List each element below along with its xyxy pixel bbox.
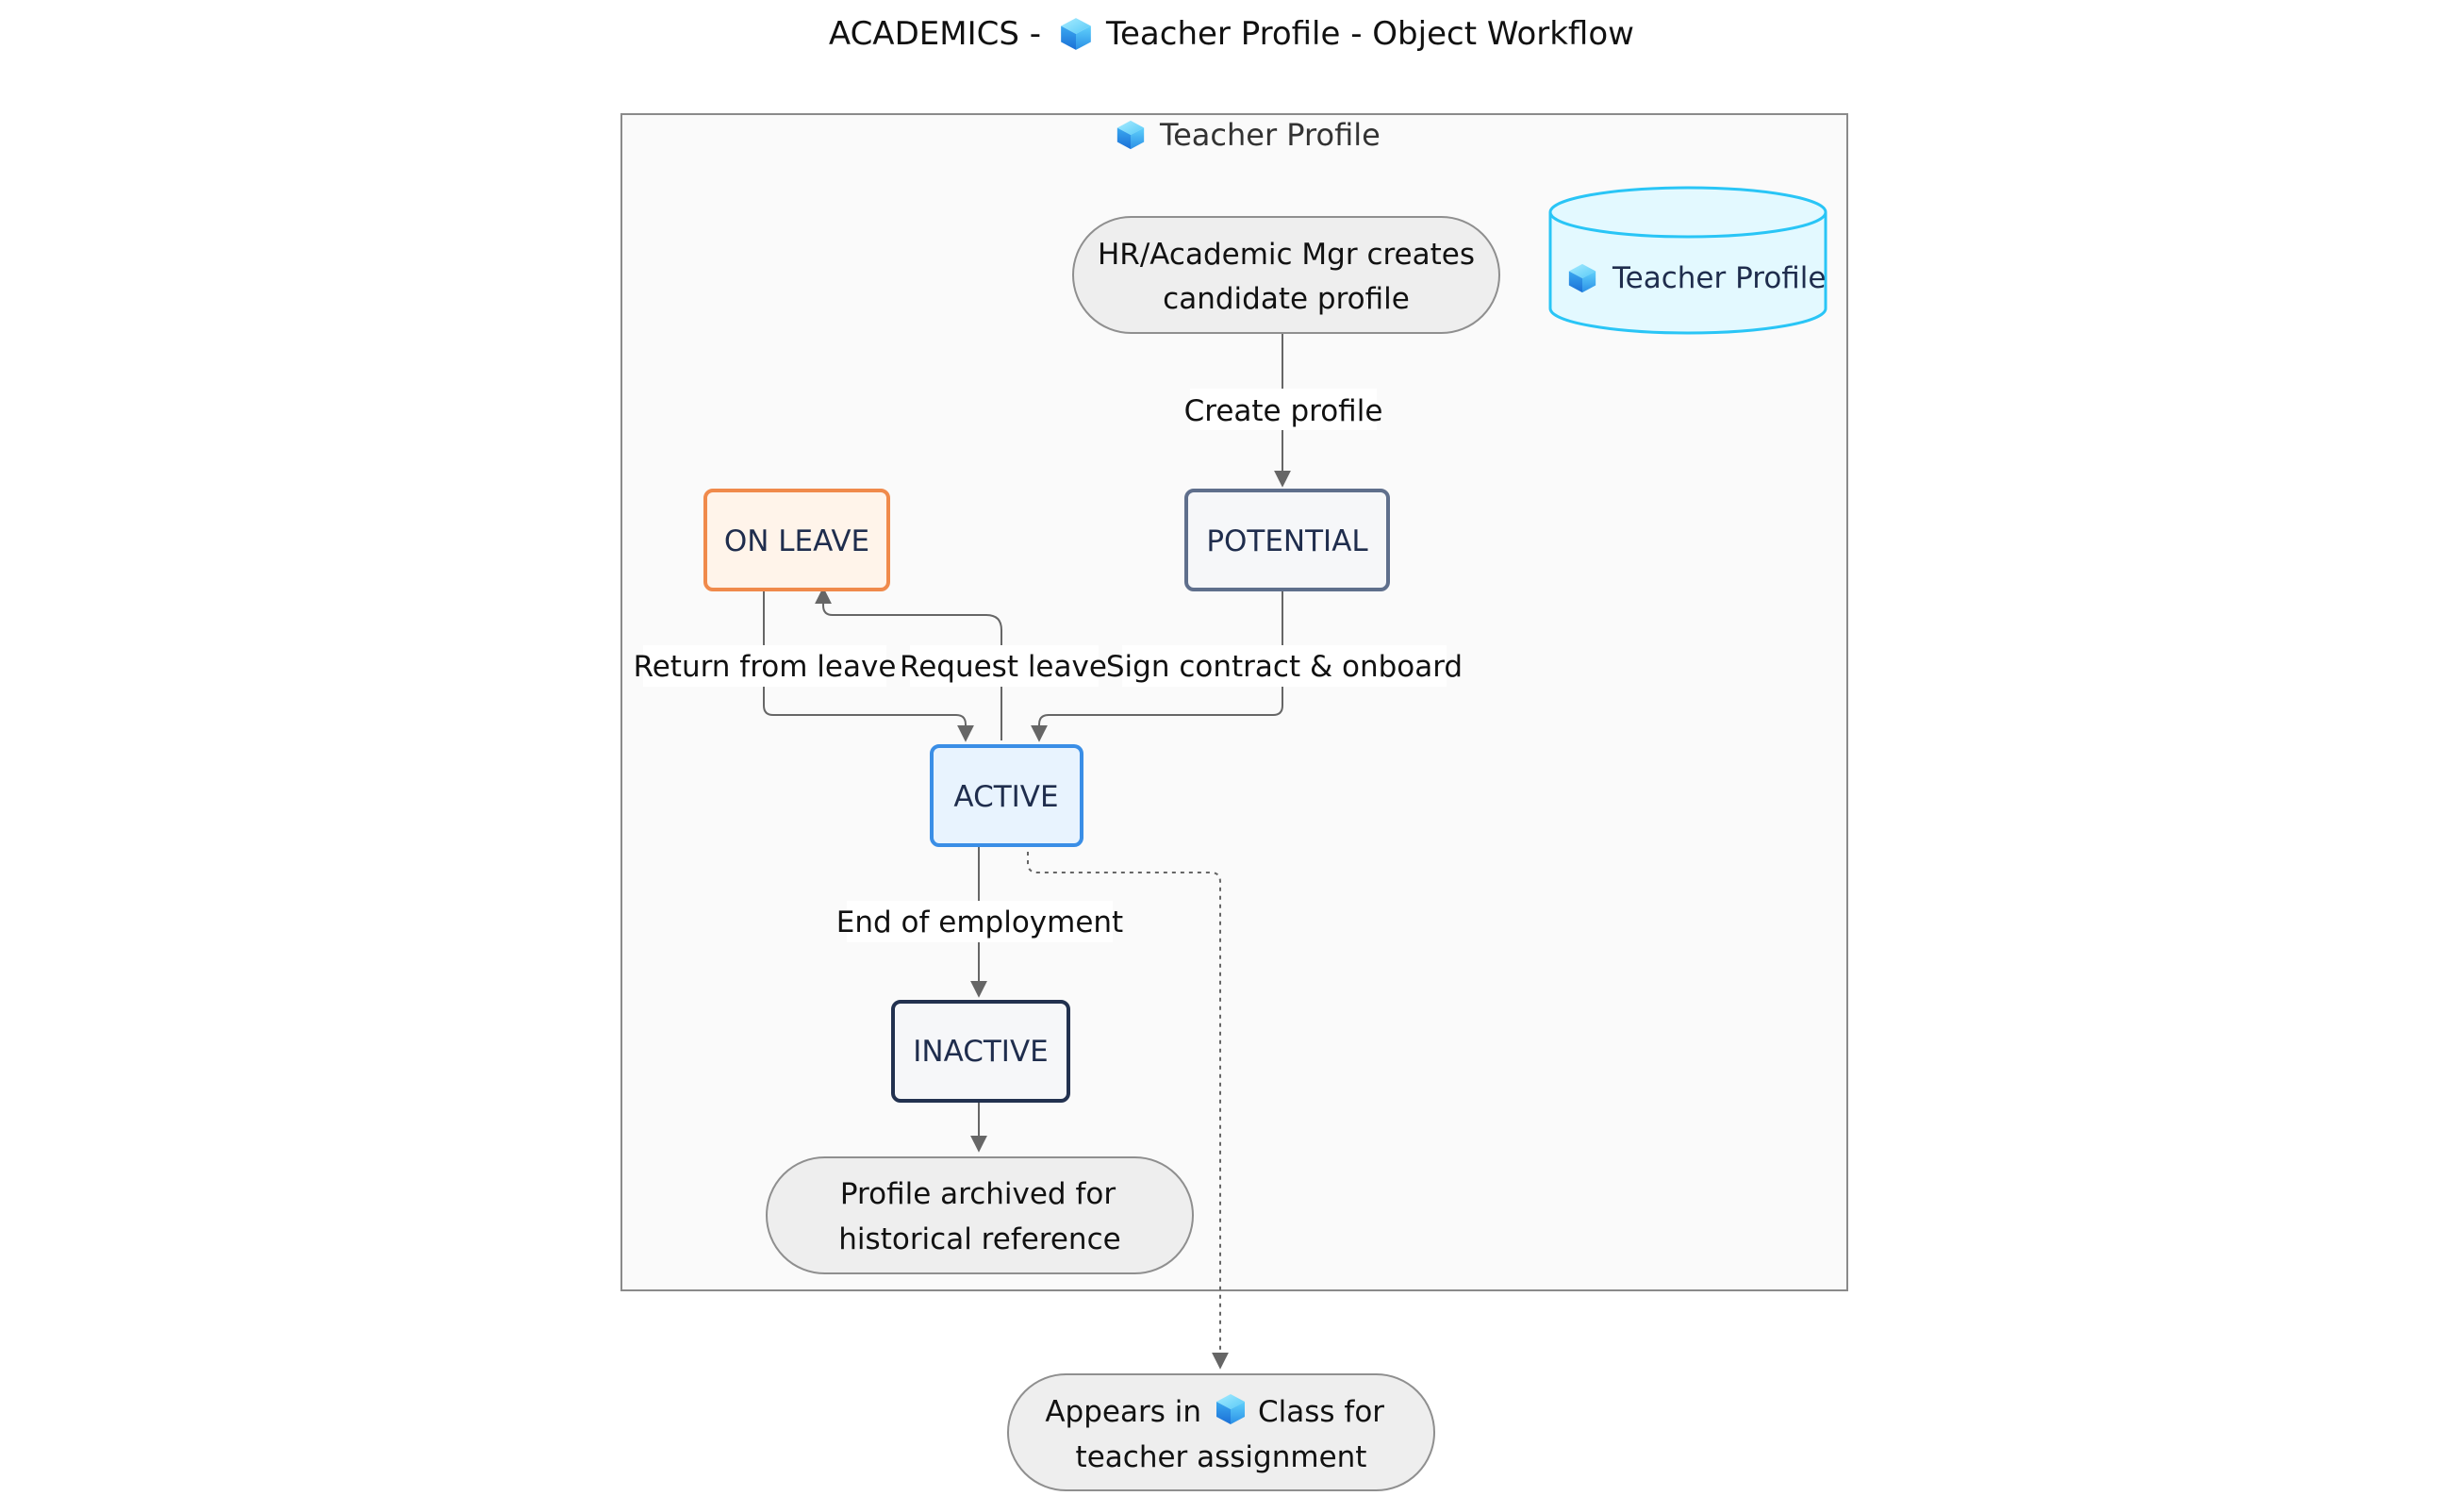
start-terminal-line1: HR/Academic Mgr creates <box>1098 238 1475 272</box>
title-text: Teacher Profile - Object Workflow <box>1105 15 1634 53</box>
external-line2: teacher assignment <box>1076 1440 1367 1474</box>
state-active-label: ACTIVE <box>953 780 1058 814</box>
edge-label-end-of-employment: End of employment <box>836 906 1123 939</box>
cube-icon <box>1061 18 1091 50</box>
diagram-title: ACADEMICS - Teacher Profile - Object Wor… <box>829 15 1634 53</box>
teacher-profile-datastore: Teacher Profile <box>1548 186 1827 335</box>
edge-label-bg <box>1122 645 1447 687</box>
edge-label-return-from-leave: Return from leave <box>634 650 897 684</box>
state-on-leave: ON LEAVE <box>703 489 890 591</box>
edge-request-leave <box>815 587 1002 740</box>
state-potential-label: POTENTIAL <box>1206 524 1368 558</box>
state-inactive: INACTIVE <box>891 1000 1070 1103</box>
edge-label-bg <box>847 901 1113 942</box>
edge-sign-contract <box>1031 587 1283 742</box>
start-terminal: HR/Academic Mgr creates candidate profil… <box>1072 216 1500 334</box>
edge-label-bg <box>910 645 1099 687</box>
edge-label-create-profile: Create profile <box>1184 394 1383 428</box>
cluster-label: Teacher Profile <box>1159 117 1381 153</box>
edge-label-sign-contract: Sign contract & onboard <box>1106 650 1463 684</box>
edges <box>763 333 1291 1370</box>
title-prefix: ACADEMICS - <box>829 15 1041 53</box>
state-inactive-label: INACTIVE <box>913 1035 1049 1069</box>
archived-terminal-line2: historical reference <box>838 1222 1120 1256</box>
archived-terminal-line1: Profile archived for <box>840 1177 1116 1211</box>
external-line1-after: Class for <box>1258 1395 1384 1429</box>
state-active: ACTIVE <box>930 744 1083 847</box>
external-line1-before: Appears in <box>1045 1395 1201 1429</box>
state-on-leave-label: ON LEAVE <box>724 524 869 558</box>
archived-terminal: Profile archived for historical referenc… <box>766 1156 1194 1274</box>
edge-label-bg <box>643 645 886 687</box>
edge-labels: Create profile Return from leave Request… <box>634 389 1463 942</box>
start-terminal-line2: candidate profile <box>1163 282 1410 316</box>
edge-label-bg <box>1190 389 1377 430</box>
class-assignment-terminal: Appears in Class for teacher assignment <box>1007 1373 1435 1491</box>
state-potential: POTENTIAL <box>1184 489 1390 591</box>
datastore-label: Teacher Profile <box>1612 261 1827 295</box>
edge-label-request-leave: Request leave <box>900 650 1107 684</box>
edge-return-from-leave <box>763 587 974 742</box>
edge-to-class-assignment <box>1027 843 1229 1370</box>
